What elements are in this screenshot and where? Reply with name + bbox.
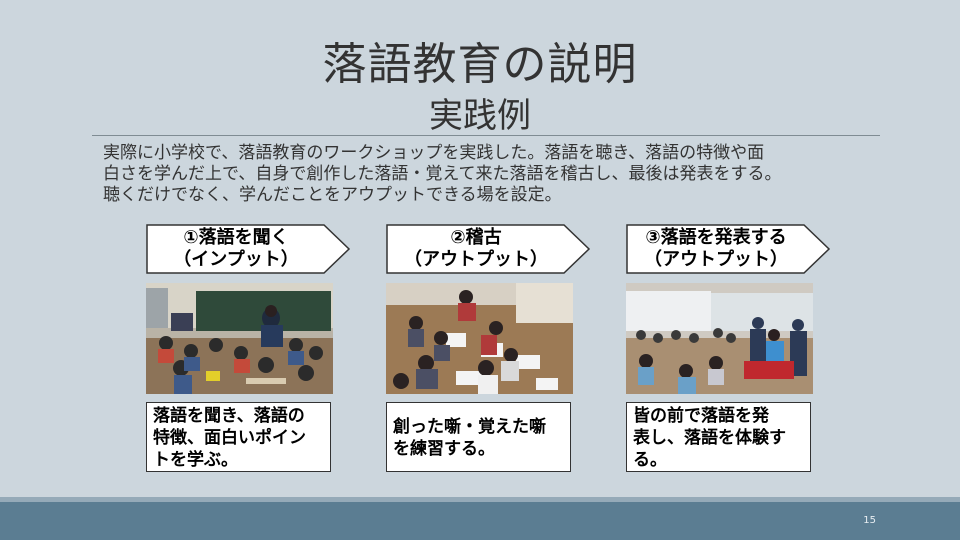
step-3-arrow-label: ③落語を発表する （アウトプット） [626,224,831,274]
step-2-type: （アウトプット） [404,249,548,270]
step-1-title: ①落語を聞く [183,227,289,248]
intro-text: 実際に小学校で、落語教育のワークショップを実践した。落語を聴き、落語の特徴や面 … [103,143,863,206]
classroom-rakugo-listening-photo [146,283,333,394]
step-3-caption: 皆の前で落語を発 表し、落語を体験す る。 [626,402,811,472]
footer-accent [0,497,960,502]
arrow-shape [386,224,591,274]
title-divider [92,135,880,136]
intro-line: 聴くだけでなく、学んだことをアウプットできる場を設定。 [103,185,562,205]
arrow-shape [626,224,831,274]
step-3-title: ③落語を発表する [645,227,787,248]
intro-line: 実際に小学校で、落語教育のワークショップを実践した。落語を聴き、落語の特徴や面 [103,143,765,163]
caption-line: トを学ぶ。 [153,450,238,470]
caption-line: 皆の前で落語を発 [633,406,769,426]
student-performance-photo [626,283,813,394]
step-1-type: （インプット） [173,249,299,270]
caption-line: を練習する。 [393,439,495,459]
step-3-type: （アウトプット） [644,249,788,270]
caption-line: 落語を聞き、落語の [153,406,305,426]
caption-line: 特徴、面白いポイン [153,428,306,448]
footer-bar [0,497,960,540]
students-practicing-photo [386,283,573,394]
caption-line: る。 [633,450,667,470]
step-2-caption: 創った噺・覚えた噺 を練習する。 [386,402,571,472]
slide-subtitle: 実践例 [429,96,531,136]
slide-title: 落語教育の説明 [322,39,638,90]
caption-line: 表し、落語を体験す [633,428,786,448]
step-1-caption: 落語を聞き、落語の 特徴、面白いポイン トを学ぶ。 [146,402,331,472]
arrow-shape [146,224,351,274]
page-number: 15 [863,515,876,526]
intro-line: 白さを学んだ上で、自身で創作した落語・覚えて来た落語を稽古し、最後は発表をする。 [103,164,782,184]
step-2-arrow-label: ②稽古 （アウトプット） [386,224,591,274]
step-2-title: ②稽古 [450,227,502,248]
caption-line: 創った噺・覚えた噺 [393,417,546,437]
step-1-arrow-label: ①落語を聞く （インプット） [146,224,351,274]
